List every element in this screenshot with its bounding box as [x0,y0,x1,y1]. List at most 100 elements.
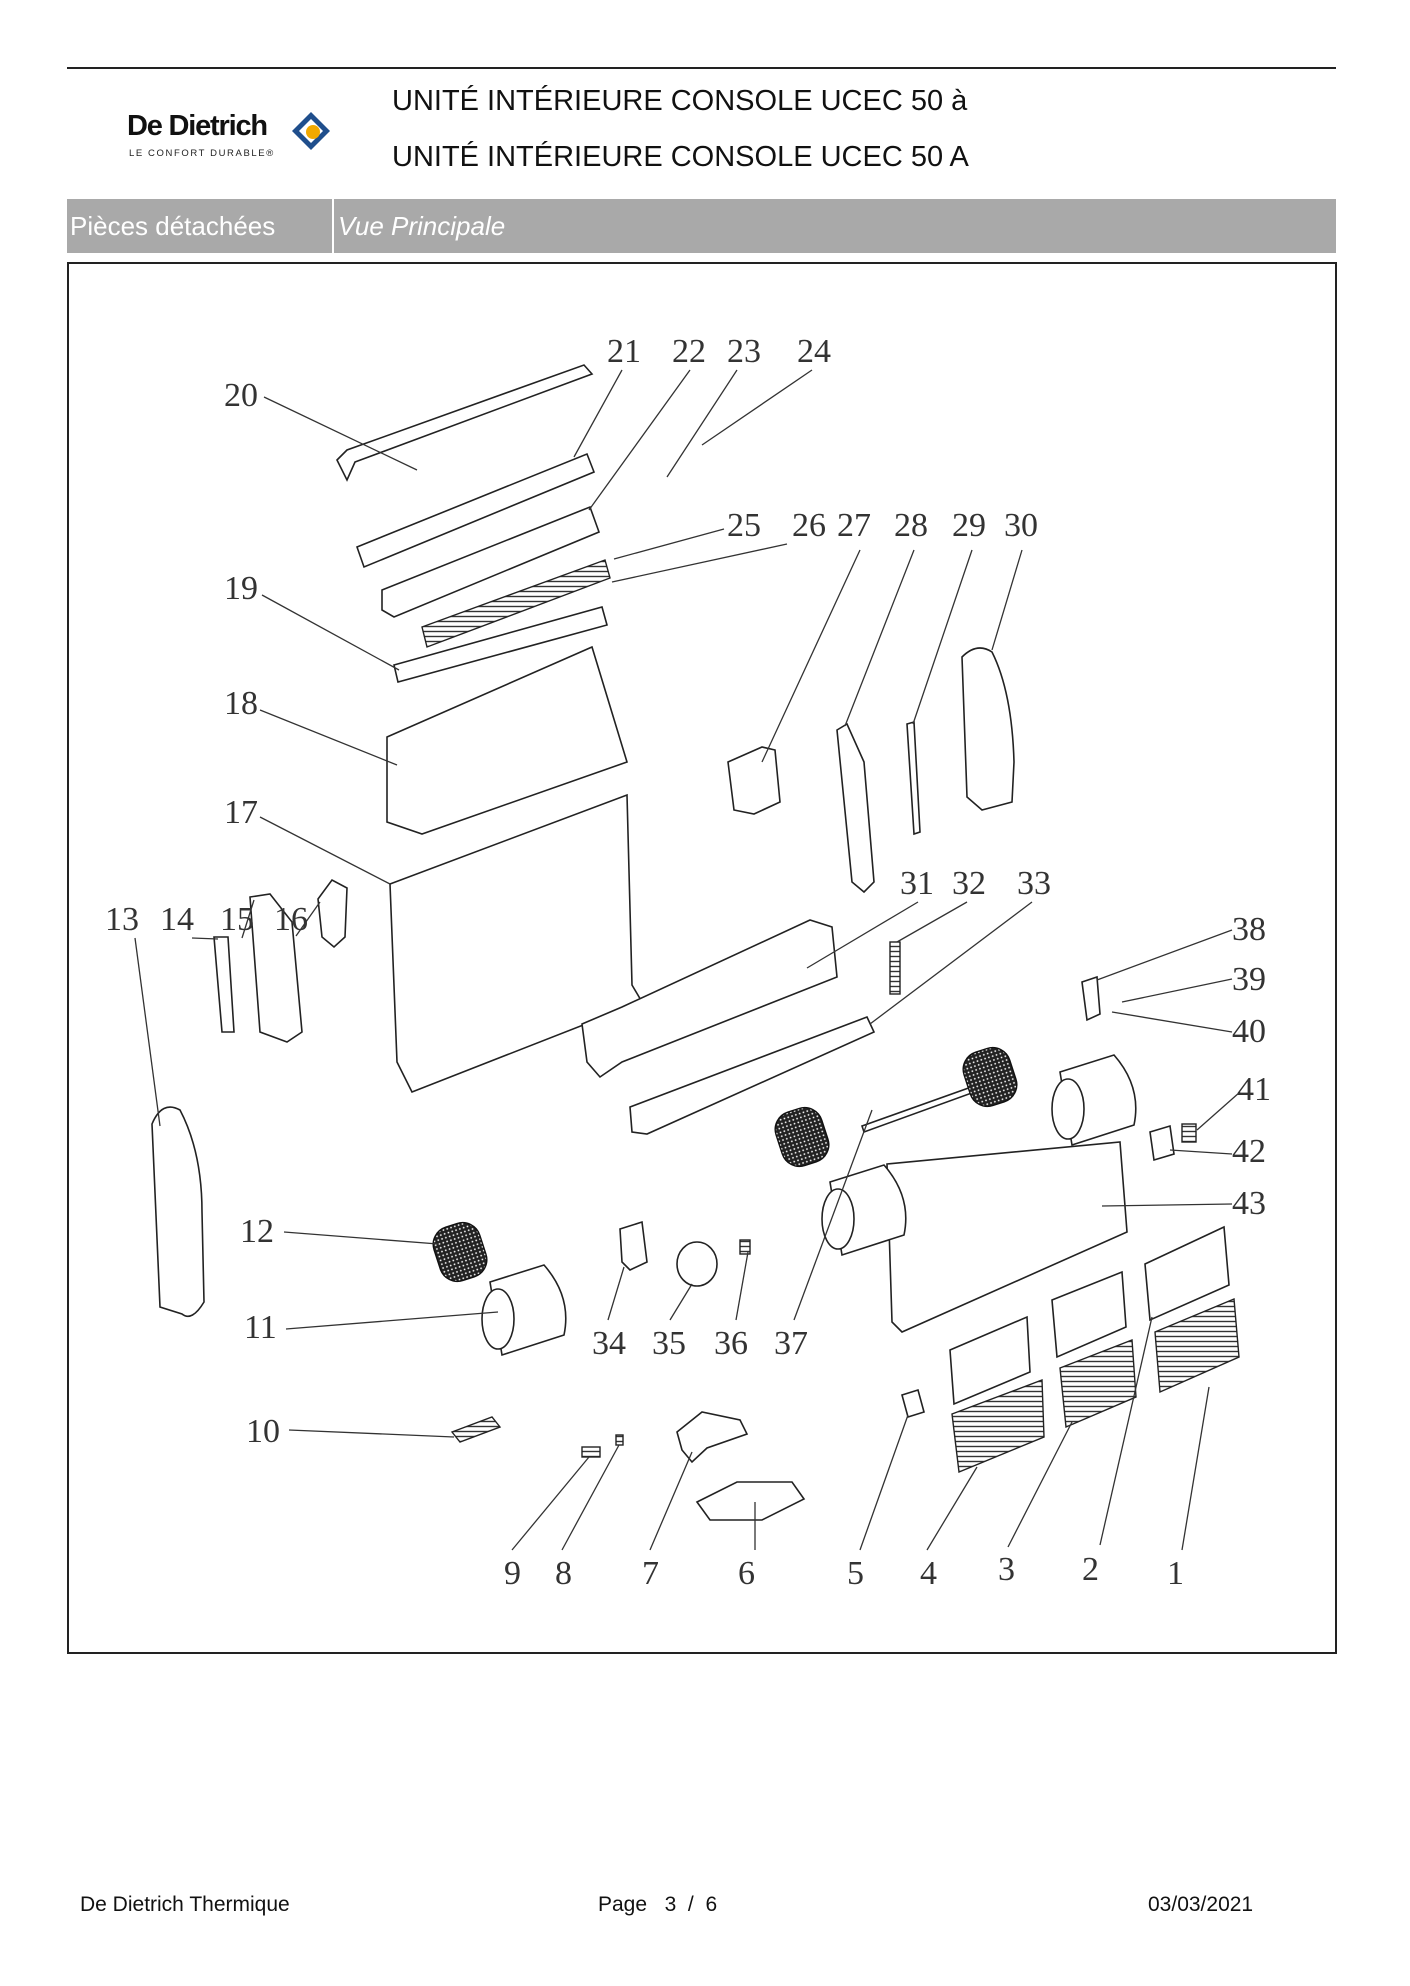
callout-label-part-15: 15 [220,901,254,938]
callout-label-part-26: 26 [792,507,826,544]
leader-line-part-18 [259,709,398,766]
leader-line-part-31 [806,901,919,969]
document-titles: UNITÉ INTÉRIEURE CONSOLE UCEC 50 à UNITÉ… [392,86,969,198]
part-8-small-connector [615,1434,624,1446]
leader-line-part-14 [191,937,219,940]
leader-line-part-1 [1181,1386,1210,1551]
callout-label-part-20: 20 [224,377,258,414]
callout-label-part-30: 30 [1004,507,1038,544]
leader-line-part-2 [1099,1316,1153,1546]
callout-label-part-22: 22 [672,333,706,370]
part-42-control-box [1149,1124,1175,1162]
leader-line-part-34 [607,1266,625,1321]
title-line-1: UNITÉ INTÉRIEURE CONSOLE UCEC 50 à [392,85,968,117]
leader-line-part-7 [649,1451,693,1551]
callout-label-part-38: 38 [1232,911,1266,948]
leader-line-part-32 [896,901,968,943]
section-category: Pièces détachées [67,199,332,253]
callout-label-part-9: 9 [504,1555,521,1592]
part-35-fan-motor [676,1241,718,1287]
callout-label-part-21: 21 [607,333,641,370]
leader-line-part-39 [1121,978,1233,1003]
leader-line-part-35 [669,1283,693,1321]
section-header: Pièces détachées Vue Principale [67,199,1336,253]
part-27-drain-tray [727,746,781,815]
callout-label-part-39: 39 [1232,961,1266,998]
callout-label-part-10: 10 [246,1413,280,1450]
leader-line-part-20 [263,396,418,471]
footer-date: 03/03/2021 [1148,1893,1254,1916]
part-18-evaporator [386,645,628,835]
callout-label-part-3: 3 [998,1551,1015,1588]
leader-line-part-36 [735,1251,749,1321]
part-37-fan-wheel-center [774,1106,830,1168]
part-26-louver-blades [421,559,611,648]
callout-label-part-16: 16 [274,901,308,938]
leader-line-part-24 [701,369,813,446]
leader-line-part-25 [613,528,725,560]
brand-name: De Dietrich [127,110,268,142]
leader-line-part-38 [1096,929,1233,981]
leader-line-part-28 [844,549,915,727]
leader-line-part-10 [288,1429,455,1438]
part-10-pcb [450,1416,502,1443]
brand-logo: De Dietrich LE CONFORT DURABLE® [127,110,357,170]
footer-page-indicator: Page 3 / 6 [598,1893,717,1917]
leader-line-part-19 [261,594,400,671]
part-21-deflector-strip [355,452,596,569]
callout-label-part-4: 4 [920,1555,937,1592]
part-4-filter-frame-a [949,1315,1031,1406]
leader-line-part-33 [869,901,1033,1025]
callout-label-part-35: 35 [652,1325,686,1362]
callout-label-part-17: 17 [224,794,258,831]
part-fan-housing-right-inlet [1051,1078,1085,1140]
callout-label-part-41: 41 [1237,1071,1271,1108]
callout-label-part-6: 6 [738,1555,755,1592]
part-28-side-plate [836,722,875,894]
leader-line-part-43 [1101,1203,1233,1207]
part-16-side-frame [317,878,348,949]
callout-label-part-5: 5 [847,1555,864,1592]
page-separator: / [687,1893,694,1916]
leader-line-part-26 [611,543,788,583]
footer-company: De Dietrich Thermique [80,1893,290,1916]
callout-label-part-42: 42 [1232,1133,1266,1170]
leader-line-part-37 [793,1109,873,1321]
leader-line-part-41 [1196,1091,1241,1131]
part-11-fan-housing-left-inlet [481,1288,515,1350]
callout-label-part-27: 27 [837,507,871,544]
part-13-side-cover-left [151,1106,205,1318]
part-15-side-panel [249,893,303,1043]
part-4-filter-mesh-a [951,1379,1045,1473]
leader-line-part-8 [561,1444,620,1551]
leader-line-part-11 [285,1311,499,1330]
part-3-filter-mesh-b [1059,1339,1137,1429]
callout-label-part-25: 25 [727,507,761,544]
callout-label-part-13: 13 [105,901,139,938]
leader-line-part-42 [1169,1149,1233,1155]
callout-label-part-28: 28 [894,507,928,544]
part-38-control-bracket [1081,975,1101,1022]
part-3-filter-frame-b [1051,1270,1127,1359]
leader-line-part-17 [259,816,391,885]
part-2-filter-frame-c [1144,1225,1230,1322]
part-34-motor-bracket [619,1220,648,1271]
callout-label-part-11: 11 [244,1309,277,1346]
part-33-bottom-rail [629,1015,876,1135]
callout-label-part-31: 31 [900,865,934,902]
leader-line-part-23 [666,369,738,478]
leader-line-part-30 [991,549,1023,651]
callout-label-part-24: 24 [797,333,831,370]
part-22-louver-housing [381,505,601,618]
part-41-terminal [1181,1123,1197,1143]
leader-line-part-13 [134,937,161,1127]
part-43-front-panel [886,1141,1128,1333]
callout-label-part-34: 34 [592,1325,626,1362]
page-current: 3 [664,1893,677,1916]
leader-line-part-4 [926,1466,978,1551]
leader-line-part-21 [573,369,623,458]
callout-label-part-2: 2 [1082,1551,1099,1588]
callout-label-part-19: 19 [224,570,258,607]
